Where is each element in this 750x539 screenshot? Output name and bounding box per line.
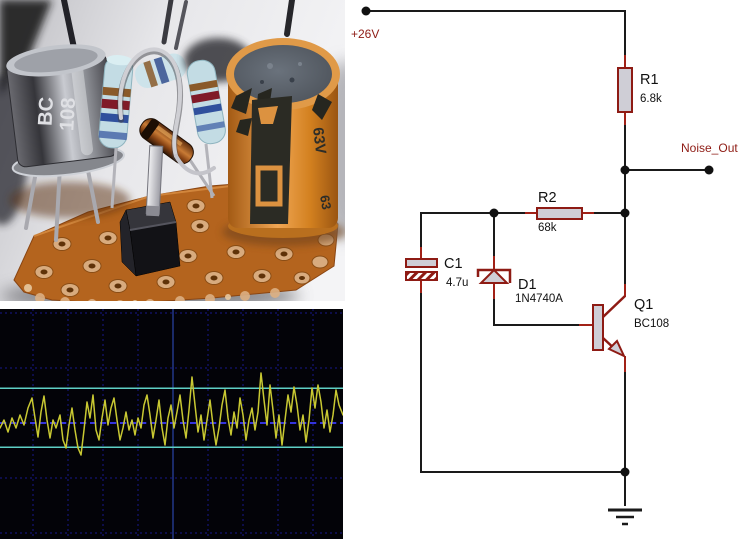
can-marking-108: 108 [56,97,80,131]
resistor-r1: R1 6.8k [617,67,662,113]
cap-marking-63v: 63V [309,126,329,155]
electrolytic-capacitor: 63V 63 [226,38,340,238]
photo-panel: BC 108 [0,0,371,312]
r2-ref-label: R2 [538,190,557,206]
cap-marking-63: 63 [317,194,334,211]
header-pin [145,145,164,217]
photo-bottom-gap [0,301,345,308]
c1-value-label: 4.7u [446,277,468,289]
scope-panel [0,309,343,539]
power-net-label: +26V [351,27,379,41]
black-connector [119,201,181,277]
d1-value-label: 1N4740A [515,293,563,305]
resistor-right [186,59,226,145]
noise-generator-schematic: R1 6.8k R2 68k C1 4.7u D1 1N4740A [351,6,738,526]
noise-trace [0,372,343,456]
schematic-panel: R1 6.8k R2 68k C1 4.7u D1 1N4740A [345,0,750,539]
junction-dots [361,6,714,477]
q1-ref-label: Q1 [634,297,653,313]
capacitor-c1: C1 4.7u [405,256,468,289]
r2-value-label: 68k [538,222,557,234]
ground-symbol [608,508,642,526]
r1-value-label: 6.8k [640,93,662,105]
zener-diode-d1: D1 1N4740A [476,268,563,305]
circuit-photo: BC 108 [0,0,371,312]
can-shadow [10,182,130,218]
resistor-r2: R2 68k [536,190,583,234]
transistor-can: BC 108 [6,44,125,178]
transistor-q1: Q1 BC108 [592,295,669,359]
output-net-label: Noise_Out [681,141,738,155]
emitter-arrow [607,339,627,359]
c1-ref-label: C1 [444,256,463,272]
component-lead-wires [61,0,295,51]
jumper-wire [117,47,216,176]
diode-lead [188,159,216,197]
d1-ref-label: D1 [518,277,537,293]
resistor-lead [110,147,118,209]
component-leads [420,55,626,372]
q1-value-label: BC108 [634,318,669,330]
wires [365,10,710,506]
oscilloscope-screen [0,309,343,539]
can-marking-bc: BC [35,96,58,126]
r1-ref-label: R1 [640,72,659,88]
